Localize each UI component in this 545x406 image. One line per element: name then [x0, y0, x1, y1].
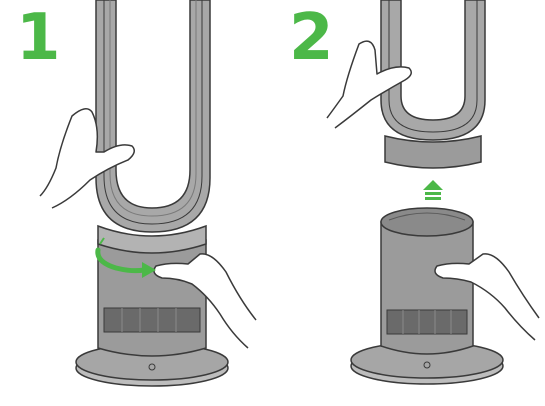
fan-vent-band-2 [386, 309, 468, 335]
fan-loop-amplifier [95, 0, 211, 233]
green-up-arrow-icon [423, 180, 443, 200]
detached-loop-amplifier [380, 0, 486, 141]
open-top [380, 207, 474, 237]
step-1-panel: 1 [0, 0, 272, 406]
step-number-1: 1 [16, 1, 61, 75]
holding-hand [326, 40, 412, 129]
step-2-illustration [326, 0, 540, 385]
loop-collar [384, 135, 482, 169]
step-1-illustration [39, 0, 257, 387]
step-2-panel: 2 [273, 0, 545, 406]
base-hand [434, 253, 540, 341]
fan-vent-band [103, 307, 201, 333]
right-hand [153, 253, 257, 349]
step-number-2: 2 [289, 1, 334, 75]
left-hand [39, 108, 135, 209]
green-curved-arrow-icon [95, 247, 147, 274]
fan-lower-body [97, 239, 207, 357]
